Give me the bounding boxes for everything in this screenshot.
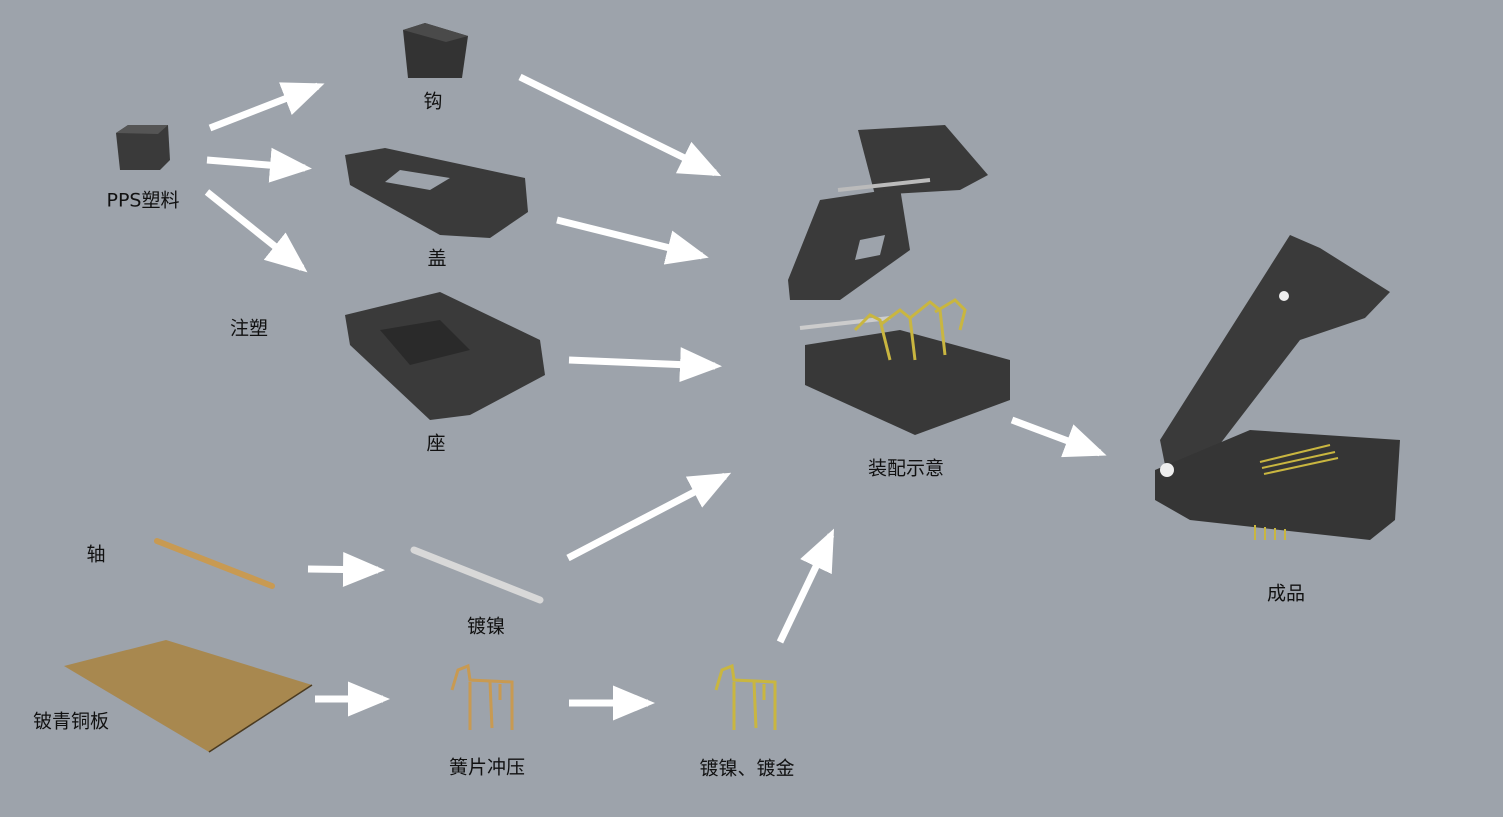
finished-product-image	[1155, 235, 1400, 540]
label-product: 成品	[1266, 582, 1306, 605]
cover-part-image	[345, 148, 528, 238]
label-pps: PPS塑料	[106, 189, 180, 212]
arrow-hook-to-assembly	[518, 73, 722, 177]
label-bronze: 铍青铜板	[32, 710, 110, 733]
brass-shaft-image	[154, 538, 275, 589]
arrow-shaft-to-nickel	[307, 552, 385, 587]
base-part-image	[345, 292, 545, 420]
pps-cube-image	[116, 125, 170, 170]
arrows	[204, 73, 1107, 721]
label-plating: 镀镍、镀金	[699, 757, 795, 780]
arrow-pps-to-cover	[206, 147, 312, 183]
plated-spring-image	[714, 663, 777, 730]
label-stamping: 簧片冲压	[448, 756, 526, 779]
arrow-pps-to-hook	[208, 82, 325, 132]
assembly-image	[788, 125, 1010, 435]
label-base: 座	[426, 432, 446, 455]
label-cover: 盖	[427, 247, 447, 270]
hook-part-image	[403, 23, 468, 78]
arrow-pps-to-base	[204, 189, 308, 273]
arrow-cover-to-assembly	[556, 216, 709, 265]
label-injection: 注塑	[229, 317, 269, 340]
nickel-shaft-image	[410, 546, 544, 604]
stamped-spring-image	[450, 663, 514, 730]
arrow-nickel-to-assembly	[566, 472, 732, 562]
bronze-plate-image	[64, 640, 313, 753]
arrow-plating-to-assembly	[776, 528, 835, 644]
arrow-assembly-to-product	[1010, 416, 1107, 458]
label-hook: 钩	[423, 90, 443, 113]
label-shaft: 轴	[86, 543, 106, 566]
label-assembly: 装配示意	[867, 457, 945, 480]
label-nickel: 镀镍	[466, 615, 506, 638]
arrow-base-to-assembly	[568, 347, 722, 383]
